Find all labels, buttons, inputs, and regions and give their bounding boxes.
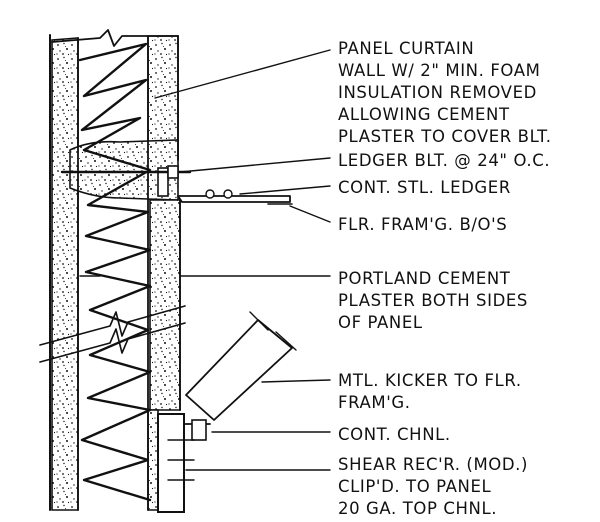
label-panel-curtain-wall: PANEL CURTAIN WALL W/ 2" MIN. FOAM INSUL… (338, 39, 552, 146)
label-line: PANEL CURTAIN (338, 39, 474, 58)
leader-lines (79, 49, 331, 471)
label-line: CLIP'D. TO PANEL (338, 477, 492, 496)
label-cont-channel: CONT. CHNL. (338, 425, 451, 444)
truss-wire (78, 42, 152, 502)
label-line: PLASTER BOTH SIDES (338, 291, 528, 310)
label-ledger-bolt: LEDGER BLT. @ 24" O.C. (338, 151, 550, 170)
label-line: 20 GA. TOP CHNL. (338, 499, 497, 518)
label-line: OF PANEL (338, 313, 423, 332)
ledger-bolt (60, 165, 192, 197)
label-line: FLR. FRAM'G. B/O'S (338, 215, 507, 234)
top-break-mark (51, 29, 179, 47)
label-line: WALL W/ 2" MIN. FOAM (338, 61, 540, 80)
lower-right-plaster-skin (149, 199, 181, 411)
metal-kicker (185, 311, 297, 421)
label-line: LEDGER BLT. @ 24" O.C. (338, 151, 550, 170)
label-floor-framing: FLR. FRAM'G. B/O'S (338, 215, 507, 234)
label-line: MTL. KICKER TO FLR. (338, 371, 522, 390)
label-line: FRAM'G. (338, 393, 411, 412)
label-line: SHEAR REC'R. (MOD.) (338, 455, 528, 474)
label-line: PLASTER TO COVER BLT. (338, 127, 552, 146)
label-line: CONT. STL. LEDGER (338, 178, 511, 197)
label-line: PORTLAND CEMENT (338, 269, 511, 288)
label-metal-kicker: MTL. KICKER TO FLR. FRAM'G. (338, 371, 522, 412)
label-cont-steel-ledger: CONT. STL. LEDGER (338, 178, 511, 197)
label-shear-receiver: SHEAR REC'R. (MOD.) CLIP'D. TO PANEL 20 … (338, 455, 528, 518)
mid-break-mark (39, 305, 186, 363)
steel-ledger (177, 189, 293, 205)
label-line: INSULATION REMOVED (338, 83, 537, 102)
label-line: ALLOWING CEMENT (338, 105, 510, 124)
label-line: CONT. CHNL. (338, 425, 451, 444)
panel-inner-edges (77, 35, 181, 511)
left-plaster-skin (51, 37, 79, 511)
bottom-plaster (147, 409, 159, 511)
shear-receiver (157, 413, 211, 513)
label-portland-cement: PORTLAND CEMENT PLASTER BOTH SIDES OF PA… (338, 269, 528, 332)
